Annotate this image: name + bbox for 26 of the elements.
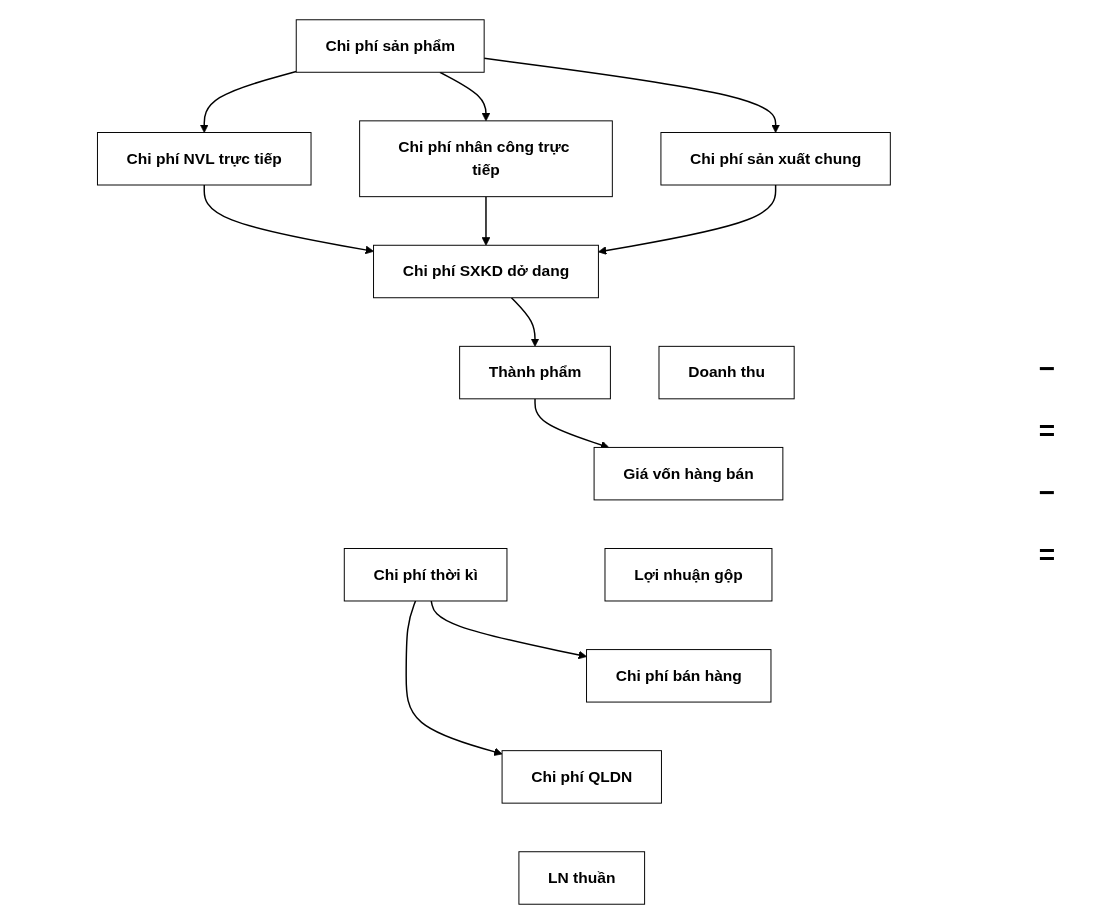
node-box: Thành phẩm [458, 345, 611, 400]
arrow [405, 600, 503, 756]
node-box: Chi phí NVL trực tiếp [96, 132, 312, 186]
arrow [438, 71, 490, 122]
math-sign: = [1038, 539, 1056, 571]
arrow [510, 297, 539, 347]
arrow [199, 70, 297, 133]
node-box: Chi phí sản phẩm [295, 19, 485, 73]
arrow [597, 184, 776, 255]
node-box: Giá vốn hàng bán [593, 446, 783, 501]
math-sign: − [1038, 477, 1056, 509]
arrow [430, 600, 587, 660]
math-sign: = [1038, 415, 1056, 447]
arrow [481, 195, 490, 246]
node-box: Chi phí nhân công trực tiếp [358, 120, 613, 198]
node-box: Doanh thu [658, 345, 795, 400]
node-box: Chi phí QLDN [501, 750, 662, 804]
node-box: Chi phí thời kì [343, 548, 508, 602]
node-box: Lợi nhuận gộp [604, 548, 773, 602]
node-box: Chi phí bán hàng [585, 649, 772, 703]
arrow [483, 57, 780, 133]
node-box: Chi phí sản xuất chung [660, 132, 891, 186]
arrow [203, 184, 374, 255]
math-sign: − [1038, 353, 1056, 385]
node-box: LN thuần [518, 851, 645, 905]
node-box: Chi phí SXKD dở dang [372, 244, 599, 299]
